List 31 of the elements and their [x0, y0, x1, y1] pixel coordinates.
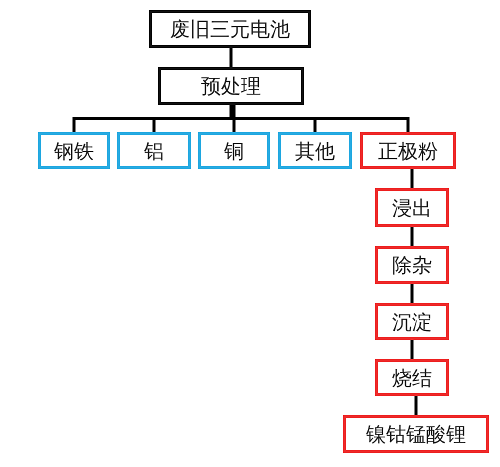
step-label: 除杂	[392, 254, 432, 276]
process-box	[117, 132, 191, 169]
process-box	[343, 415, 489, 453]
step-label: 烧结	[392, 366, 432, 388]
process-box	[375, 246, 449, 284]
process-box	[278, 132, 352, 169]
process-box	[158, 67, 304, 105]
connector-line	[414, 396, 418, 415]
step-label: 钢铁	[54, 140, 94, 162]
connector-line	[410, 227, 414, 246]
connector-line	[230, 48, 232, 67]
connector-line	[410, 169, 414, 188]
process-box	[149, 10, 311, 48]
step-label: 镍钴锰酸锂	[366, 423, 466, 445]
process-box	[38, 132, 110, 169]
step-label: 铝	[144, 140, 164, 162]
step-label: 正极粉	[378, 140, 438, 162]
step-label: 铜	[224, 140, 244, 162]
connector-line	[410, 284, 414, 303]
step-label: 废旧三元电池	[170, 18, 290, 40]
step-label: 沉淀	[392, 310, 432, 332]
connector-line	[232, 105, 236, 132]
process-box	[375, 303, 449, 340]
connector-line	[410, 340, 414, 359]
process-box	[360, 132, 456, 169]
step-label: 预处理	[201, 75, 261, 97]
step-label: 其他	[295, 140, 335, 162]
process-box	[198, 132, 270, 169]
process-box	[375, 188, 449, 227]
process-box	[375, 359, 449, 396]
step-label: 浸出	[392, 196, 432, 218]
